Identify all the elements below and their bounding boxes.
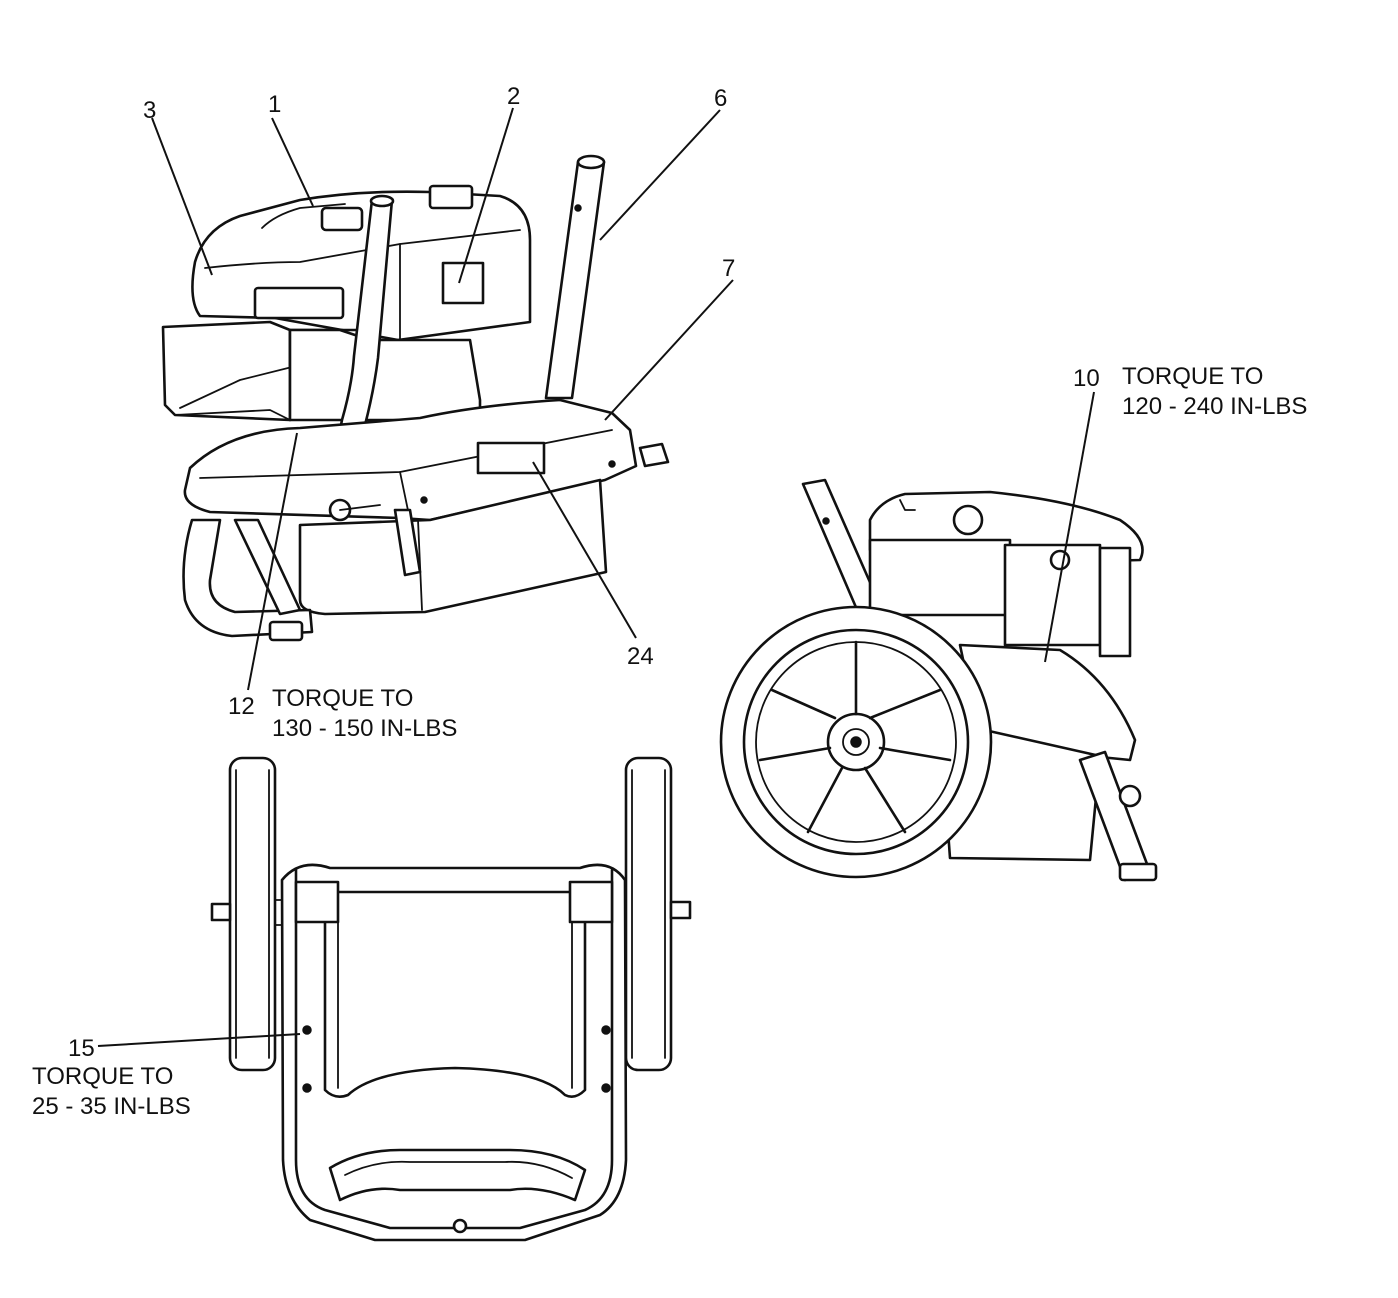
- air-filter-box: [161, 320, 292, 422]
- handle-tube-right: [544, 160, 606, 400]
- leader-10: [1044, 391, 1095, 663]
- callout-24: 24: [627, 643, 654, 670]
- callout-1: 1: [268, 91, 281, 118]
- torque-12-line1: TORQUE TO: [272, 685, 413, 712]
- callout-2: 2: [507, 83, 520, 110]
- leader-15: [97, 1033, 301, 1047]
- torque-15-line2: 25 - 35 IN-LBS: [32, 1093, 191, 1120]
- torque-12-line2: 130 - 150 IN-LBS: [272, 715, 457, 742]
- frame-top-view: [210, 756, 692, 1242]
- engine-bolt: [1049, 549, 1071, 571]
- callout-10: 10: [1073, 365, 1100, 392]
- callout-3: 3: [143, 97, 156, 124]
- callout-6: 6: [714, 85, 727, 112]
- washer-side-view: [719, 478, 1158, 882]
- pump-deck: [183, 398, 638, 522]
- torque-15-line1: TORQUE TO: [32, 1063, 173, 1090]
- torque-10-line1: TORQUE TO: [1122, 363, 1263, 390]
- callout-15: 15: [68, 1035, 95, 1062]
- fuel-cap: [320, 206, 364, 232]
- leaders-front-view: [151, 107, 734, 691]
- torque-10-line2: 120 - 240 IN-LBS: [1122, 393, 1307, 420]
- washer-front-view: [161, 154, 670, 642]
- callout-12: 12: [228, 693, 255, 720]
- pump-label: [476, 441, 546, 475]
- callout-7: 7: [722, 255, 735, 282]
